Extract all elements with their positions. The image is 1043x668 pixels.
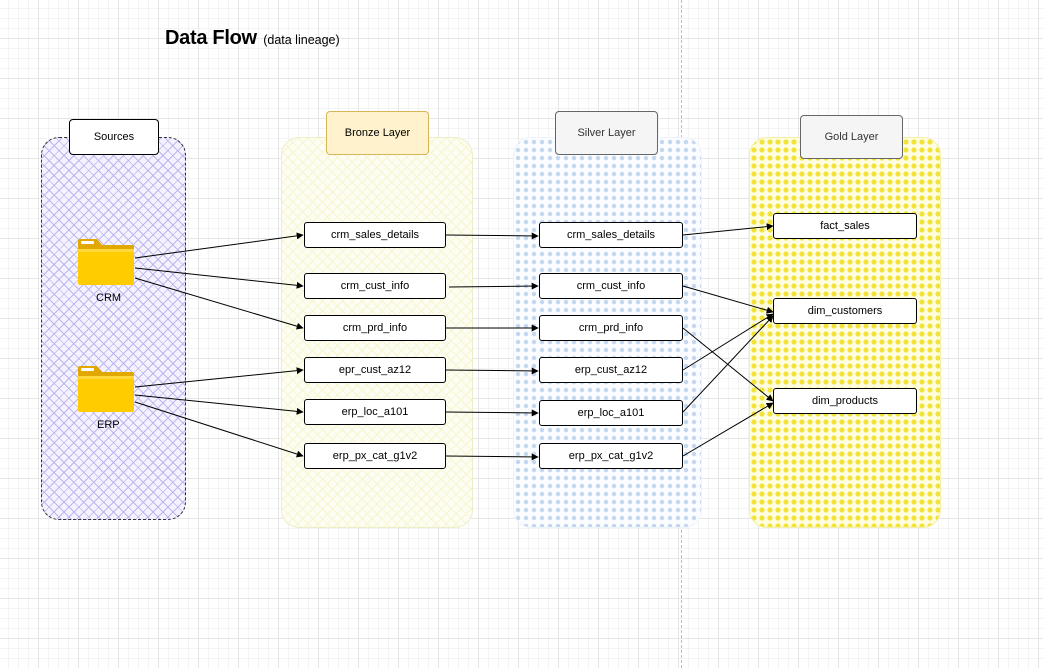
silver-table-crm-sales-details[interactable]: crm_sales_details	[539, 222, 683, 248]
silver-table-erp-cust-az12[interactable]: erp_cust_az12	[539, 357, 683, 383]
gold-table-fact-sales[interactable]: fact_sales	[773, 213, 917, 239]
erp-label: ERP	[97, 419, 120, 431]
erp-folder-icon[interactable]	[77, 365, 135, 413]
silver-table-crm-prd-info[interactable]: crm_prd_info	[539, 315, 683, 341]
edge-crm-to-bronze-crm-sales-details	[134, 232, 304, 259]
bronze-table-crm-prd-info[interactable]: crm_prd_info	[304, 315, 446, 341]
edge-bronze-to-silver-erp-cust-az12	[445, 367, 539, 375]
edge-bronze-to-silver-crm-cust-info	[448, 282, 539, 290]
gold-layer-header[interactable]: Gold Layer	[800, 115, 903, 159]
edge-silver-erp-cust-az12-to-dim-customers	[682, 313, 774, 371]
diagram-title: Data Flow (data lineage)	[165, 27, 340, 50]
bronze-table-crm-cust-info[interactable]: crm_cust_info	[304, 273, 446, 299]
bronze-table-erp-loc-a101[interactable]: erp_loc_a101	[304, 399, 446, 425]
edge-erp-to-bronze-epr-cust-az12	[134, 367, 304, 388]
edge-crm-to-bronze-crm-prd-info	[134, 277, 304, 330]
title-subtitle: (data lineage)	[263, 33, 340, 47]
crm-folder-icon[interactable]	[77, 238, 135, 286]
crm-label: CRM	[96, 292, 122, 304]
silver-table-erp-px-cat-g1v2[interactable]: erp_px_cat_g1v2	[539, 443, 683, 469]
edge-erp-to-bronze-erp-loc-a101	[134, 394, 304, 415]
sources-header[interactable]: Sources	[69, 119, 159, 155]
silver-table-erp-loc-a101[interactable]: erp_loc_a101	[539, 400, 683, 426]
edge-erp-to-bronze-erp-px-cat-g1v2	[134, 401, 304, 458]
title-main: Data Flow	[165, 27, 257, 49]
edge-silver-crm-sales-details-to-fact-sales	[682, 223, 774, 236]
edge-bronze-to-silver-erp-loc-a101	[445, 409, 539, 417]
bronze-table-erp-px-cat-g1v2[interactable]: erp_px_cat_g1v2	[304, 443, 446, 469]
edge-silver-erp-px-cat-g1v2-to-dim-products	[682, 402, 774, 457]
edge-silver-crm-cust-info-to-dim-customers	[682, 285, 774, 314]
sources-region	[41, 137, 186, 520]
edge-silver-erp-loc-a101-to-dim-customers	[682, 315, 774, 413]
silver-layer-header[interactable]: Silver Layer	[555, 111, 658, 155]
gold-table-dim-products[interactable]: dim_products	[773, 388, 917, 414]
bronze-table-crm-sales-details[interactable]: crm_sales_details	[304, 222, 446, 248]
silver-table-crm-cust-info[interactable]: crm_cust_info	[539, 273, 683, 299]
gold-table-dim-customers[interactable]: dim_customers	[773, 298, 917, 324]
gold-layer-region	[749, 137, 941, 528]
edge-bronze-to-silver-erp-px-cat-g1v2	[445, 453, 539, 461]
bronze-layer-header[interactable]: Bronze Layer	[326, 111, 429, 155]
edge-bronze-to-silver-crm-sales-details	[445, 232, 539, 240]
edge-crm-to-bronze-crm-cust-info	[134, 267, 304, 289]
bronze-table-epr-cust-az12[interactable]: epr_cust_az12	[304, 357, 446, 383]
